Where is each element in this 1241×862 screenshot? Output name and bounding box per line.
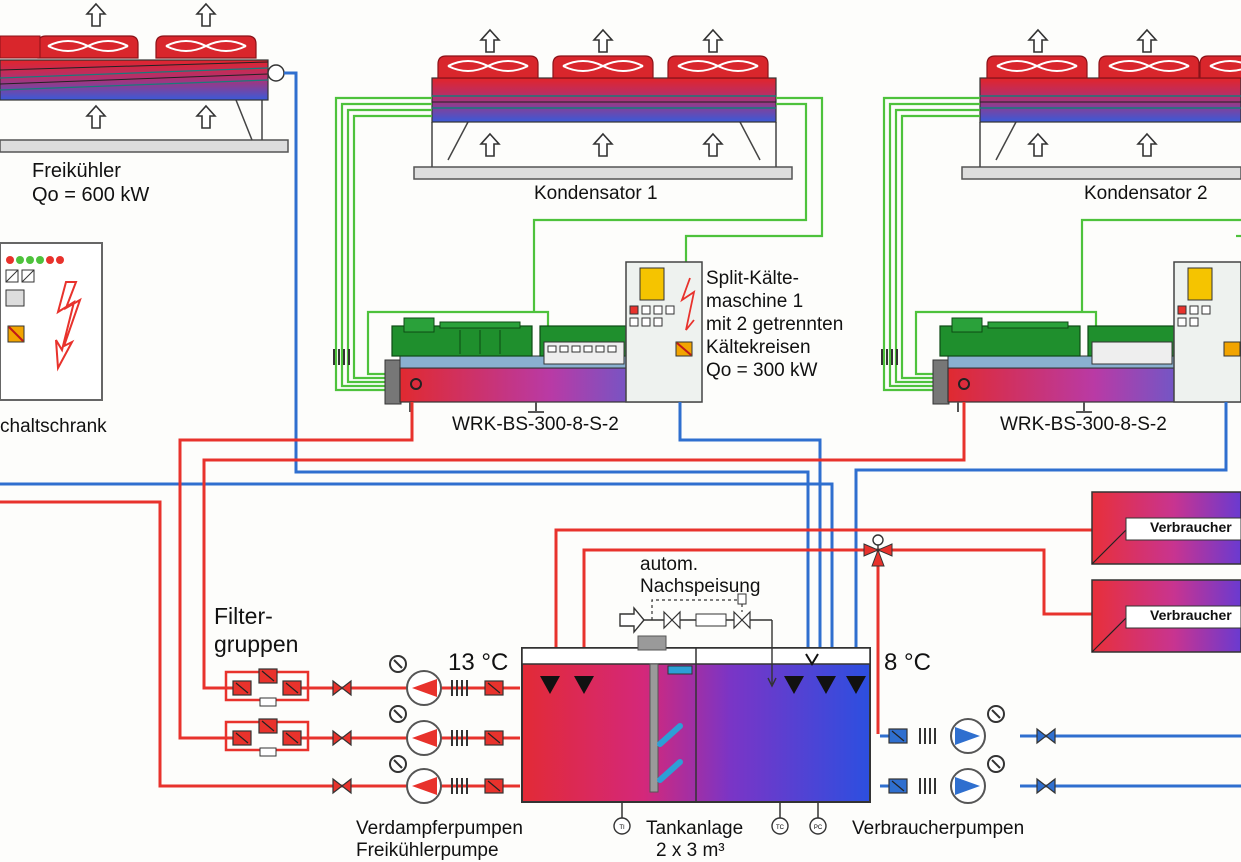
schaltschrank-label: chaltschrank <box>0 416 107 437</box>
machine-1-desc-line: Split-Kälte- <box>706 268 799 289</box>
filter-label-line2: gruppen <box>214 631 299 657</box>
consumer-1-label: Verbraucher <box>1150 519 1232 535</box>
nachspeisung-line1: autom. <box>640 554 699 575</box>
evaporator-pumps-label: Verdampferpumpen <box>356 818 523 839</box>
sensor-ti: TI <box>619 825 625 831</box>
temperature-warm: 13 °C <box>448 649 509 676</box>
filter-label-line1: Filter- <box>214 603 273 629</box>
filter-group-2 <box>224 718 310 757</box>
consumer-2-label: Verbraucher <box>1150 607 1232 623</box>
refrigerant-lines <box>334 96 1241 392</box>
consumer-2 <box>1091 579 1241 653</box>
warm-water-pipes <box>0 402 1092 788</box>
machine-1-desc-line: Kältekreisen <box>706 337 811 358</box>
cold-water-pipes <box>0 71 1241 788</box>
kondensator-2 <box>961 29 1241 180</box>
freikuehler-name: Freikühler <box>32 160 121 182</box>
kondensator-1-label: Kondensator 1 <box>534 183 658 204</box>
auto-refill-line <box>619 593 777 688</box>
freikuehler-unit <box>0 3 289 153</box>
consumer-pump-row-1 <box>888 705 1056 754</box>
machine-2-model: WRK-BS-300-8-S-2 <box>1000 414 1167 435</box>
kondensator-2-label: Kondensator 2 <box>1084 183 1208 204</box>
chiller-machine-1 <box>333 261 703 413</box>
machine-1-desc-line: Qo = 300 kW <box>706 360 818 381</box>
freecooler-pump-label: Freikühlerpumpe <box>356 840 499 861</box>
freecooler-pump-row <box>332 755 504 804</box>
chiller-machine-2 <box>881 261 1241 413</box>
tank-volume: 2 x 3 m³ <box>656 840 725 861</box>
tank-name: Tankanlage <box>646 818 744 839</box>
kondensator-1 <box>413 29 793 180</box>
sensor-tc: TC <box>776 825 785 831</box>
evaporator-pump-row-2 <box>332 705 504 756</box>
three-way-valve <box>863 534 893 567</box>
machine-1-desc-line: maschine 1 <box>706 291 804 312</box>
consumer-1 <box>1091 491 1241 565</box>
machine-1-model: WRK-BS-300-8-S-2 <box>452 414 619 435</box>
machine-1-desc-line: mit 2 getrennten <box>706 314 844 335</box>
freikuehler-power: Qo = 600 kW <box>32 184 150 206</box>
nachspeisung-line2: Nachspeisung <box>640 576 761 597</box>
sensor-pc: PC <box>814 825 823 831</box>
consumer-pumps-label: Verbraucherpumpen <box>852 818 1025 839</box>
temperature-cold: 8 °C <box>884 649 931 676</box>
storage-tank: TI TC PC <box>521 635 871 835</box>
control-cabinet <box>0 242 103 401</box>
consumer-pump-row-2 <box>888 755 1056 804</box>
filter-group-1 <box>224 668 310 707</box>
